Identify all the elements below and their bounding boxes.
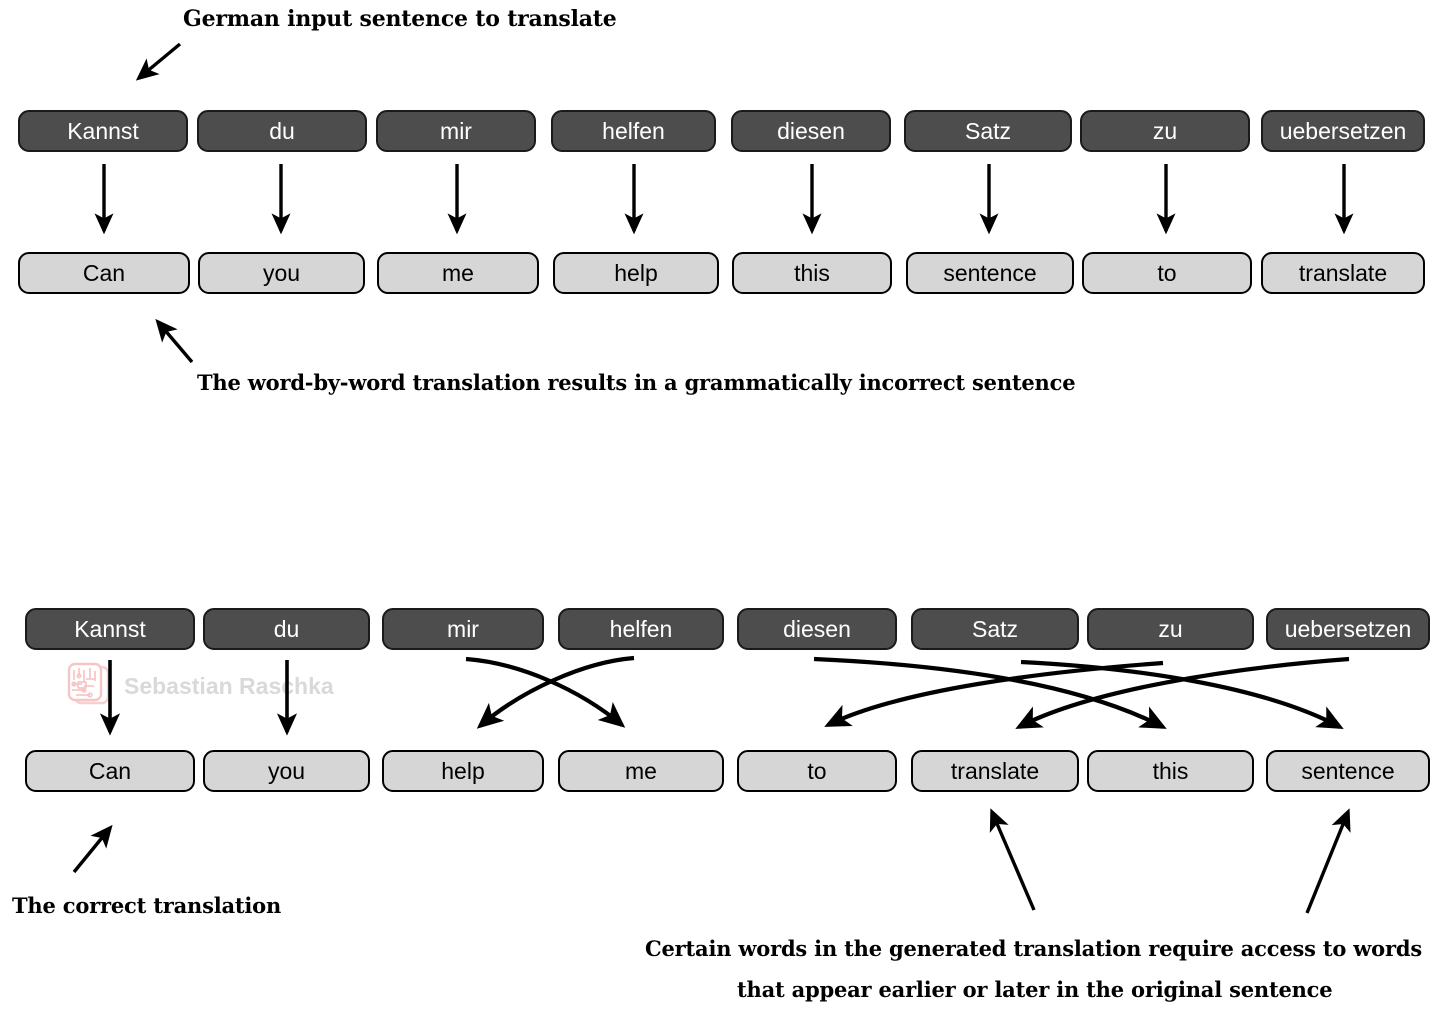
- token-label: to: [807, 758, 827, 784]
- annotation-arrow-correct-translation: [72, 824, 113, 874]
- top-source-token-2[interactable]: mir: [376, 110, 536, 152]
- token-label: this: [794, 260, 830, 286]
- bottom-arrow-satz-to-sentence: [1020, 659, 1344, 729]
- top-target-token-0[interactable]: Can: [18, 252, 190, 294]
- annotation-arrow-word-by-word: [155, 318, 194, 364]
- caption-german-input: German input sentence to translate: [183, 6, 617, 32]
- top-target-token-5[interactable]: sentence: [906, 252, 1074, 294]
- circuit-board-logo-icon: [66, 662, 114, 710]
- watermark-text: Sebastian Raschka: [124, 672, 334, 699]
- token-label: Satz: [971, 616, 1019, 642]
- token-label: mir: [447, 616, 479, 642]
- top-target-token-6[interactable]: to: [1082, 252, 1252, 294]
- token-label: Can: [82, 260, 126, 286]
- token-label: you: [267, 758, 306, 784]
- caption-certain-words-line1: Certain words in the generated translati…: [645, 936, 1422, 961]
- bottom-source-token-6[interactable]: zu: [1087, 608, 1254, 650]
- bottom-target-token-1[interactable]: you: [203, 750, 370, 792]
- bottom-target-token-7[interactable]: sentence: [1266, 750, 1430, 792]
- top-source-token-4[interactable]: diesen: [731, 110, 891, 152]
- bottom-target-token-0[interactable]: Can: [25, 750, 195, 792]
- bottom-arrow-zu-to-to: [824, 660, 1164, 727]
- top-source-token-7[interactable]: uebersetzen: [1261, 110, 1425, 152]
- token-label: Kannst: [67, 118, 139, 144]
- annotation-arrow-translate: [989, 808, 1036, 911]
- caption-certain-words-line2: that appear earlier or later in the orig…: [737, 977, 1333, 1002]
- token-label: to: [1157, 260, 1177, 286]
- token-label: this: [1152, 758, 1189, 784]
- top-target-token-2[interactable]: me: [377, 252, 539, 294]
- bottom-source-token-0[interactable]: Kannst: [25, 608, 195, 650]
- bottom-source-token-7[interactable]: uebersetzen: [1266, 608, 1430, 650]
- token-label: sentence: [943, 260, 1037, 286]
- token-label: du: [269, 118, 295, 144]
- top-alignment-arrows: [94, 164, 1354, 235]
- top-target-token-3[interactable]: help: [553, 252, 719, 294]
- token-label: translate: [1298, 260, 1388, 286]
- token-label: helfen: [609, 616, 673, 642]
- bottom-source-token-1[interactable]: du: [203, 608, 370, 650]
- bottom-source-token-2[interactable]: mir: [382, 608, 544, 650]
- top-source-token-0[interactable]: Kannst: [18, 110, 188, 152]
- bottom-target-token-3[interactable]: me: [558, 750, 724, 792]
- bottom-source-token-3[interactable]: helfen: [558, 608, 724, 650]
- watermark: Sebastian Raschka: [66, 662, 334, 710]
- bottom-target-token-5[interactable]: translate: [911, 750, 1079, 792]
- token-label: help: [441, 758, 485, 784]
- token-label: mir: [440, 118, 472, 144]
- token-label: zu: [1152, 118, 1178, 144]
- token-label: helfen: [602, 118, 665, 144]
- annotation-arrow-sentence: [1305, 808, 1351, 914]
- top-source-token-3[interactable]: helfen: [551, 110, 716, 152]
- token-label: diesen: [777, 118, 845, 144]
- token-label: me: [625, 758, 657, 784]
- token-label: zu: [1158, 616, 1183, 642]
- top-target-token-1[interactable]: you: [198, 252, 365, 294]
- top-source-token-5[interactable]: Satz: [904, 110, 1072, 152]
- top-target-token-4[interactable]: this: [732, 252, 892, 294]
- bottom-source-token-5[interactable]: Satz: [911, 608, 1079, 650]
- annotation-arrow-german-input: [135, 42, 182, 81]
- caption-correct-translation: The correct translation: [12, 893, 282, 918]
- token-label: uebersetzen: [1279, 118, 1407, 144]
- token-label: you: [262, 260, 301, 286]
- token-label: me: [442, 260, 474, 286]
- bottom-arrow-helfen-to-help: [476, 655, 635, 729]
- token-label: translate: [950, 758, 1040, 784]
- caption-word-by-word: The word-by-word translation results in …: [197, 370, 1076, 395]
- token-label: Can: [88, 758, 132, 784]
- bottom-source-token-4[interactable]: diesen: [737, 608, 897, 650]
- bottom-arrow-uebersetzen-to-translate: [1015, 656, 1350, 729]
- token-label: diesen: [783, 616, 851, 642]
- top-source-token-1[interactable]: du: [197, 110, 367, 152]
- token-label: help: [614, 260, 658, 286]
- top-target-token-7[interactable]: translate: [1261, 252, 1425, 294]
- bottom-target-token-6[interactable]: this: [1087, 750, 1254, 792]
- top-source-token-6[interactable]: zu: [1080, 110, 1250, 152]
- bottom-target-token-4[interactable]: to: [737, 750, 897, 792]
- token-label: Kannst: [74, 616, 146, 642]
- bottom-arrow-mir-to-me: [465, 656, 626, 728]
- bottom-crossing-arrows: [465, 655, 1350, 729]
- token-label: uebersetzen: [1284, 616, 1412, 642]
- token-label: Satz: [964, 118, 1012, 144]
- bottom-target-token-2[interactable]: help: [382, 750, 544, 792]
- bottom-arrow-diesen-to-this: [813, 656, 1167, 729]
- token-label: du: [273, 616, 300, 642]
- token-label: sentence: [1301, 758, 1395, 784]
